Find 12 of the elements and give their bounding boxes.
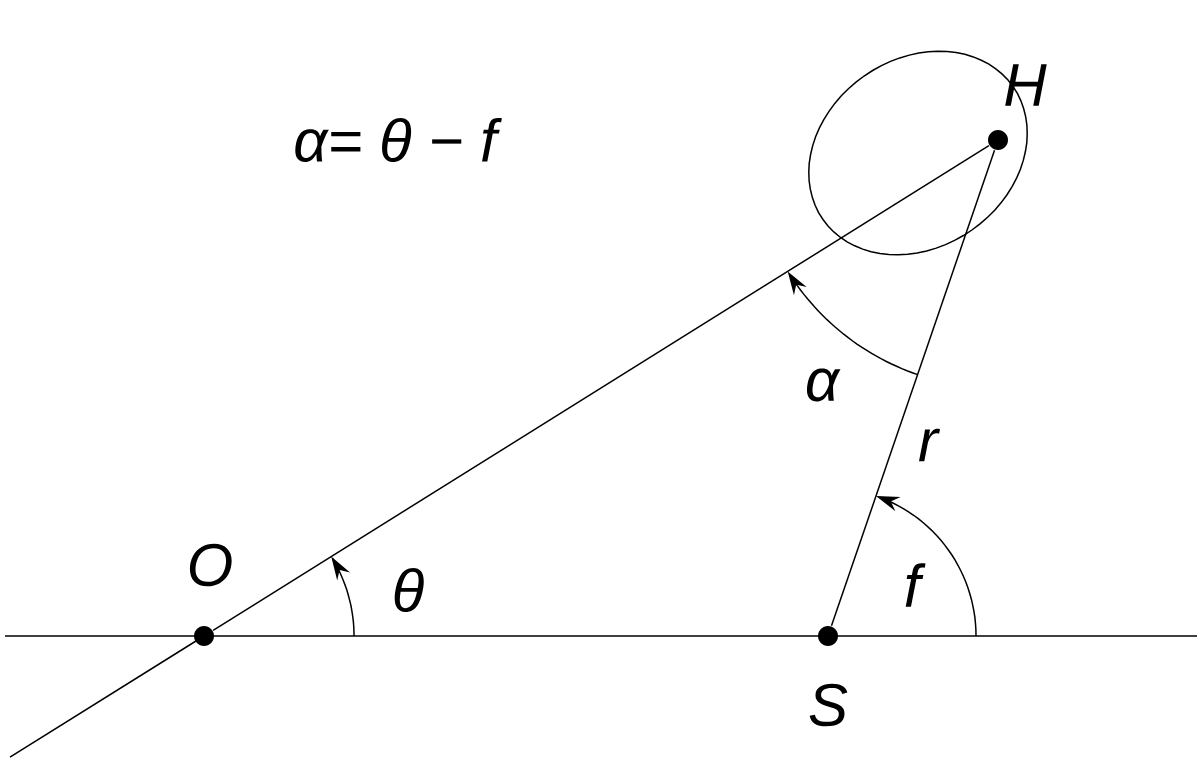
angle-label: θ bbox=[394, 568, 424, 613]
point-label: S bbox=[809, 683, 848, 727]
point-dot bbox=[818, 626, 838, 646]
point-dot bbox=[194, 626, 214, 646]
angle-label: f bbox=[905, 563, 926, 607]
angle-formula: α= θ − f bbox=[295, 117, 502, 163]
line-segment bbox=[830, 149, 996, 627]
point-dot bbox=[988, 130, 1008, 150]
edge-label: r bbox=[916, 427, 941, 463]
angle-label: α bbox=[806, 368, 841, 402]
line-segment bbox=[212, 144, 990, 632]
point-label: O bbox=[189, 543, 232, 587]
